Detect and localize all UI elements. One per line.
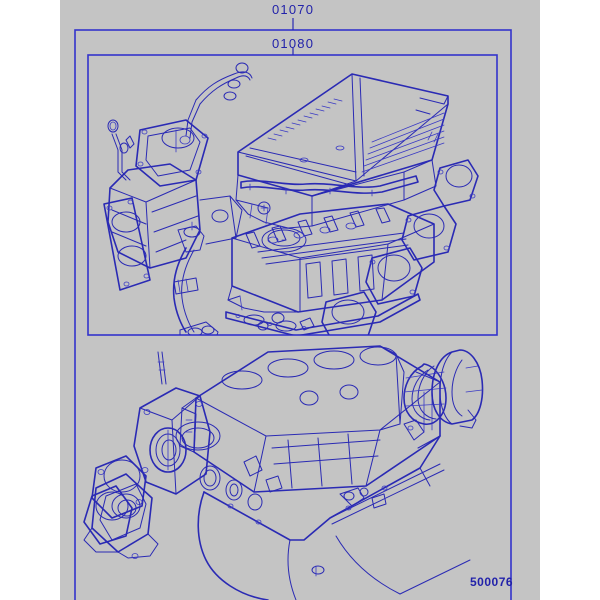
part-rear-plate-gasket [403, 419, 425, 441]
callout-inner-group-number: 01080 [272, 36, 315, 51]
part-oil-pump-gasket [83, 485, 133, 545]
part-exhaust-manifold-gasket-upper [433, 159, 479, 207]
part-oil-level-gauge-tube [172, 221, 219, 335]
part-rear-oil-seal-retainer [431, 349, 484, 429]
part-breather-hose [179, 62, 253, 145]
group-frame-outer [74, 29, 512, 600]
part-exhaust-manifold-gasket-mid [401, 205, 457, 261]
part-exhaust-manifold-gasket-lower [365, 247, 423, 305]
part-oil-pan [197, 435, 445, 600]
part-cylinder-head-gasket [225, 293, 421, 335]
part-misc-seals-bottom [257, 312, 315, 331]
part-seal-cluster-lower-left [199, 455, 283, 511]
part-intake-manifold-gasket [103, 197, 151, 291]
sheet-corner-line [399, 559, 471, 595]
figure-number-label: 500076 [470, 575, 514, 589]
part-oil-strainer [339, 487, 387, 509]
group-frame-inner [87, 54, 498, 336]
part-exhaust-manifold-gasket-bottom [321, 291, 377, 335]
part-water-pump-housing [83, 473, 159, 559]
callout-outer-group-number: 01070 [272, 2, 315, 17]
part-dipstick-stem [157, 351, 167, 385]
part-crankshaft-front-oil-seal [149, 427, 187, 473]
part-intake-manifold [107, 119, 243, 269]
part-small-seals-left [107, 119, 135, 181]
part-cylinder-block [179, 345, 441, 493]
part-cylinder-head-cover-gasket [240, 175, 419, 197]
part-crankshaft-rear-oil-seal [403, 363, 447, 425]
part-cylinder-head [227, 201, 435, 313]
part-cylinder-head-cover [235, 73, 449, 253]
